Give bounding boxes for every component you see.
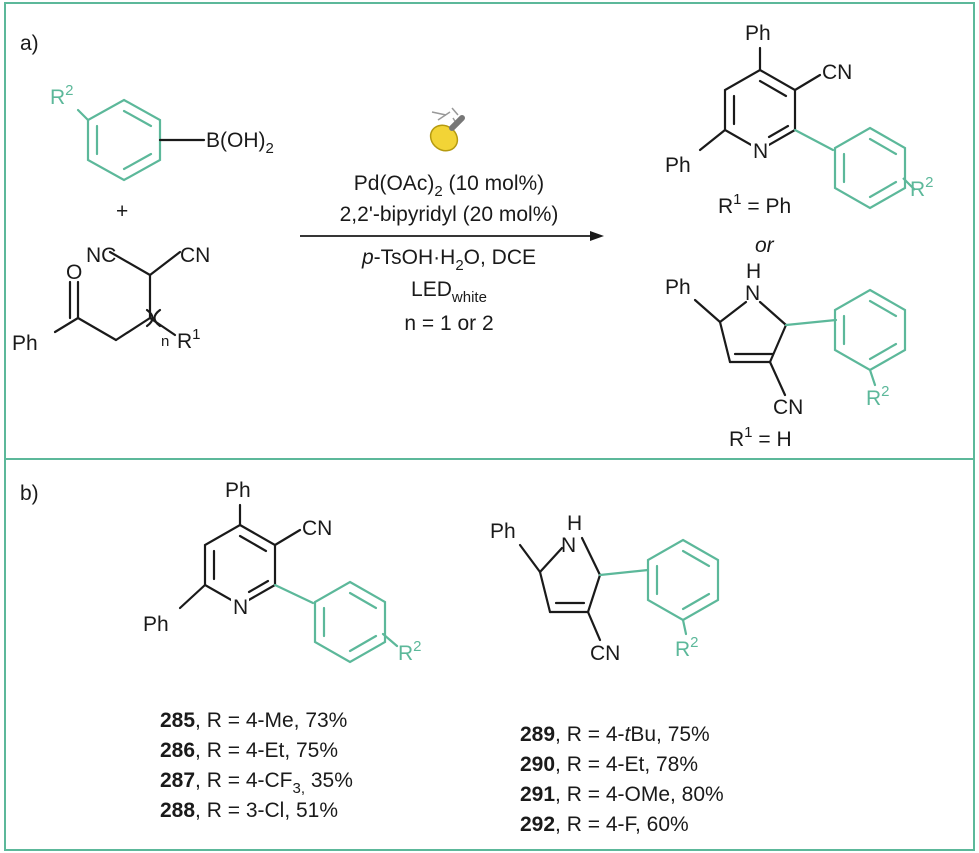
pyridine-a-condition: R1 = Ph (718, 191, 791, 218)
reactant-dinitrile-ketone (53, 250, 182, 342)
reactant2-cn: CN (180, 244, 210, 267)
list-item: 286, R = 4-Et, 75% (160, 739, 338, 762)
panel-a-label: a) (20, 32, 39, 55)
pyrrole-a-cn: CN (773, 396, 803, 419)
panel-b-label: b) (20, 482, 39, 505)
list-item: 287, R = 4-CF3, 35% (160, 769, 353, 797)
product-pyridine-b (178, 503, 399, 664)
list-item: 290, R = 4-Et, 78% (520, 753, 698, 776)
pyrrole-a-ph: Ph (665, 276, 691, 299)
reaction-arrow-head (590, 231, 604, 241)
pyrrole-a-condition: R1 = H (729, 424, 792, 451)
pyridine-a-cn: CN (822, 61, 852, 84)
pyrrole-a-h: H (746, 260, 761, 283)
reactant1-r2: R2 (50, 82, 74, 109)
pyrrole-a-n: N (745, 282, 760, 305)
reactant2-nc: NC (86, 244, 116, 267)
condition-light: LEDwhite (411, 278, 487, 306)
pyridine-b-r2: R2 (398, 638, 422, 665)
pyridine-compound-list: 285, R = 4-Me, 73% 286, R = 4-Et, 75% 28… (160, 709, 353, 822)
pyridine-a-n: N (753, 140, 768, 163)
reactant2-n: n (161, 333, 169, 350)
reactant-arylboronic-acid (76, 98, 206, 182)
pyridine-b-n: N (233, 596, 248, 619)
plus-sign: + (116, 200, 128, 223)
reactant2-ph: Ph (12, 332, 38, 355)
reactant2-oxygen: O (66, 261, 82, 284)
list-item: 289, R = 4-tBu, 75% (520, 723, 710, 746)
pyridine-a-ph-top: Ph (745, 22, 771, 45)
pyrrole-b-h: H (567, 512, 582, 535)
reactant1-boronic: B(OH)2 (206, 129, 274, 157)
list-item: 292, R = 4-F, 60% (520, 813, 689, 836)
list-item: 288, R = 3-Cl, 51% (160, 799, 338, 822)
pyrrole-b-ph: Ph (490, 520, 516, 543)
condition-n: n = 1 or 2 (404, 312, 493, 335)
condition-acid-solvent: p-TsOH·H2O, DCE (361, 246, 536, 274)
pyrrole-b-r2: R2 (675, 634, 699, 661)
pyridine-b-cn: CN (302, 517, 332, 540)
frame-outer (4, 2, 975, 851)
condition-ligand: 2,2'-bipyridyl (20 mol%) (340, 203, 559, 226)
pyrrole-b-cn: CN (590, 642, 620, 665)
pyrrole-a-r2: R2 (866, 383, 890, 410)
product-pyridine-a (698, 46, 907, 210)
pyridine-a-ph-left: Ph (665, 154, 691, 177)
product-pyrrole-b (518, 536, 720, 642)
list-item: 291, R = 4-OMe, 80% (520, 783, 724, 806)
pyrrole-compound-list: 289, R = 4-tBu, 75% 290, R = 4-Et, 78% 2… (520, 723, 724, 836)
or-label: or (755, 234, 775, 257)
reactant2-r1: R1 (177, 326, 201, 353)
pyridine-b-ph-left: Ph (143, 613, 169, 636)
pyrrole-b-n: N (561, 534, 576, 557)
light-bulb-icon (429, 107, 465, 152)
pyridine-b-ph-top: Ph (225, 479, 251, 502)
condition-catalyst: Pd(OAc)2 (10 mol%) (354, 172, 544, 200)
product-pyrrole-a (693, 288, 907, 397)
list-item: 285, R = 4-Me, 73% (160, 709, 347, 732)
